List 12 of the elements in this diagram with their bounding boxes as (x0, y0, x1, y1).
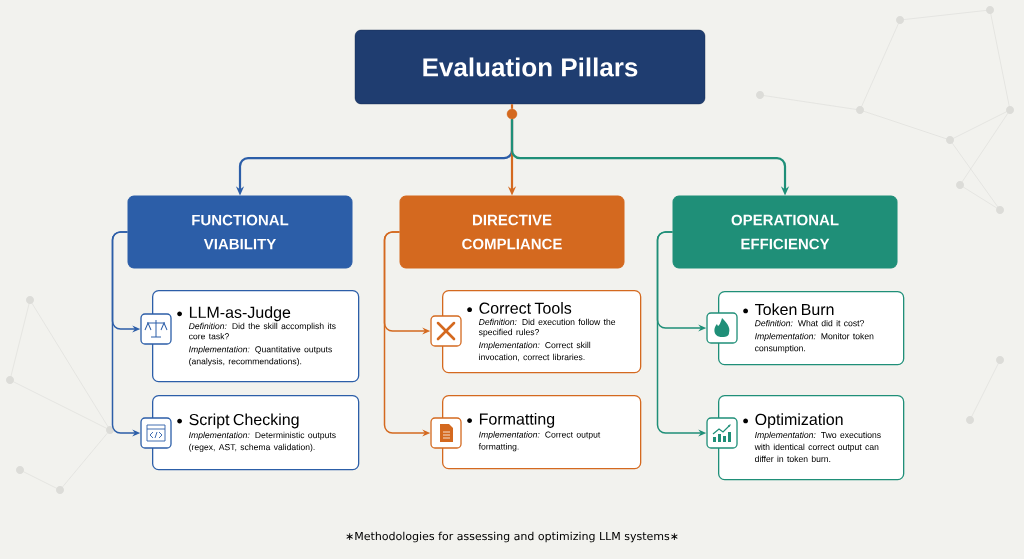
card: LLM-as-Judge Definition: Did the skill accomplish its core task? Implementation: Quantitative outputs (analysis, recommendations). (152, 290, 360, 383)
pillar-box: FUNCTIONAL VIABILITY (127, 195, 353, 269)
caption: ∗Methodologies for assessing and optimizing LLM systems∗ (346, 531, 678, 543)
pillar-box: OPERATIONAL EFFICIENCY (672, 195, 898, 269)
card: Correct Tools Definition: Did execution follow the specified rules? Implementation: Correct skill invocation, correct libraries. (442, 290, 642, 374)
card: Script Checking Implementation: Deterministic outputs (regex, AST, schema validation). (152, 395, 360, 471)
card: Token Burn Definition: What did it cost? Implementation: Monitor token consumption. (718, 291, 905, 366)
card: Formatting Implementation: Correct output formatting. (442, 395, 642, 470)
card: Optimization Implementation: Two executions with identical correct output can differ in token burn. (718, 395, 905, 481)
icon-box (706, 417, 738, 449)
title-box: Evaluation Pillars (354, 29, 706, 105)
pillar-box: DIRECTIVE COMPLIANCE (399, 195, 625, 269)
